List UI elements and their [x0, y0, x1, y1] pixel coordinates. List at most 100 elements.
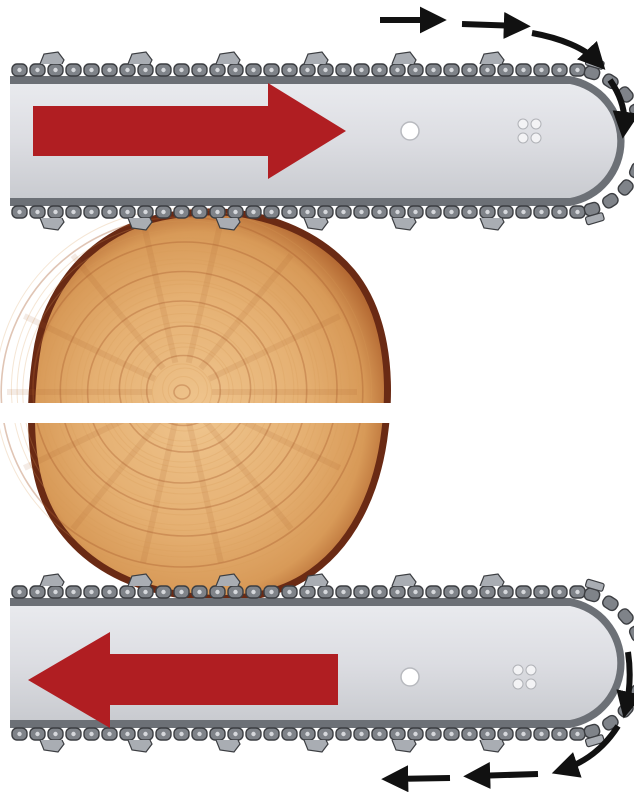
chain-cutter-tooth [40, 574, 64, 586]
chain-cutter-tooth [392, 574, 416, 586]
chain-rivet [287, 590, 291, 594]
dashed-curved-arrow-icon [626, 652, 630, 708]
chain-link [601, 594, 620, 612]
chain-cutter-tooth [304, 574, 328, 586]
chain-rivet [35, 732, 39, 736]
chain-rivet [323, 210, 327, 214]
chain-rivet [323, 732, 327, 736]
chain-rivet [125, 732, 129, 736]
chain-rivet [143, 210, 147, 214]
chain-rivet [251, 590, 255, 594]
chain-rivet [71, 732, 75, 736]
chain-rivet [179, 210, 183, 214]
chain-rivet [233, 590, 237, 594]
chain-rivet [305, 210, 309, 214]
chain-rivet [287, 210, 291, 214]
chain-rivet [197, 68, 201, 72]
chain-rivet [179, 68, 183, 72]
chain-rivet [521, 590, 525, 594]
chain-rivet [89, 210, 93, 214]
chain-cutter-tooth [480, 740, 504, 752]
chain-link [616, 178, 634, 197]
chain-rivet [467, 68, 471, 72]
chain-rivet [35, 68, 39, 72]
bar-rivet-hole [401, 122, 419, 140]
chain-rivet [521, 732, 525, 736]
chain-cutter-tooth [392, 740, 416, 752]
chain-rivet [233, 210, 237, 214]
chain-rivet [251, 732, 255, 736]
chain-cutter-tooth [480, 218, 504, 230]
chain-rivet [359, 732, 363, 736]
chain-rivet [287, 68, 291, 72]
chain-cutter-tooth [40, 52, 64, 64]
chain-rivet [359, 68, 363, 72]
chain-rivet [503, 68, 507, 72]
chain-rivet [161, 732, 165, 736]
chain-rivet [413, 732, 417, 736]
chain-cutter-tooth [304, 740, 328, 752]
chain-link [628, 102, 634, 121]
chain-rivet [431, 732, 435, 736]
chain-rivet [287, 732, 291, 736]
chain-rivet [431, 68, 435, 72]
chain-rivet [485, 732, 489, 736]
chain-rivet [575, 210, 579, 214]
chain-cutter-tooth [128, 740, 152, 752]
chain-rivet [377, 732, 381, 736]
chain-rivet [395, 210, 399, 214]
chain-rivet [485, 590, 489, 594]
chain-rivet [53, 732, 57, 736]
chain-rivet [341, 210, 345, 214]
chain-rivet [71, 68, 75, 72]
chain-rivet [107, 590, 111, 594]
chain-rivet [161, 590, 165, 594]
chain-rivet [341, 590, 345, 594]
chain-rivet [323, 68, 327, 72]
chain-rivet [485, 210, 489, 214]
chain-rivet [323, 590, 327, 594]
guide-bar-top [10, 52, 634, 230]
chain-link [601, 192, 620, 210]
chain-rivet [215, 68, 219, 72]
chain-rivet [269, 68, 273, 72]
chain-rivet [17, 732, 21, 736]
chain-cutter-tooth [304, 218, 328, 230]
chain-rivet [413, 68, 417, 72]
chain-rivet [53, 590, 57, 594]
chain-rivet [125, 210, 129, 214]
chain-rivet [89, 68, 93, 72]
chain-rivet [557, 732, 561, 736]
chain-rivet [413, 210, 417, 214]
chain-rivet [431, 210, 435, 214]
chain-rivet [377, 68, 381, 72]
chain-rivet [413, 590, 417, 594]
chain-rivet [503, 732, 507, 736]
chain-rivet [449, 732, 453, 736]
chain-rivet [107, 68, 111, 72]
chain-rivet [539, 68, 543, 72]
chain-rivet [503, 210, 507, 214]
chain-cutter-tooth [40, 740, 64, 752]
chain-rivet [449, 68, 453, 72]
dashed-curved-arrow-icon [462, 24, 520, 26]
chain-rivet [179, 590, 183, 594]
chain-rivet [521, 210, 525, 214]
chain-rivet [161, 68, 165, 72]
chain-rivet [449, 590, 453, 594]
chain-rivet [305, 68, 309, 72]
chain-rivet [467, 210, 471, 214]
chain-rivet [215, 590, 219, 594]
chain-rivet [305, 590, 309, 594]
chain-rivet [215, 210, 219, 214]
chain-rivet [89, 732, 93, 736]
chain-rivet [107, 732, 111, 736]
chain-rivet [575, 590, 579, 594]
chain-rivet [17, 210, 21, 214]
chain-rivet [395, 68, 399, 72]
chain-rivet [143, 590, 147, 594]
chain-rivet [35, 590, 39, 594]
chain-link [628, 624, 634, 643]
